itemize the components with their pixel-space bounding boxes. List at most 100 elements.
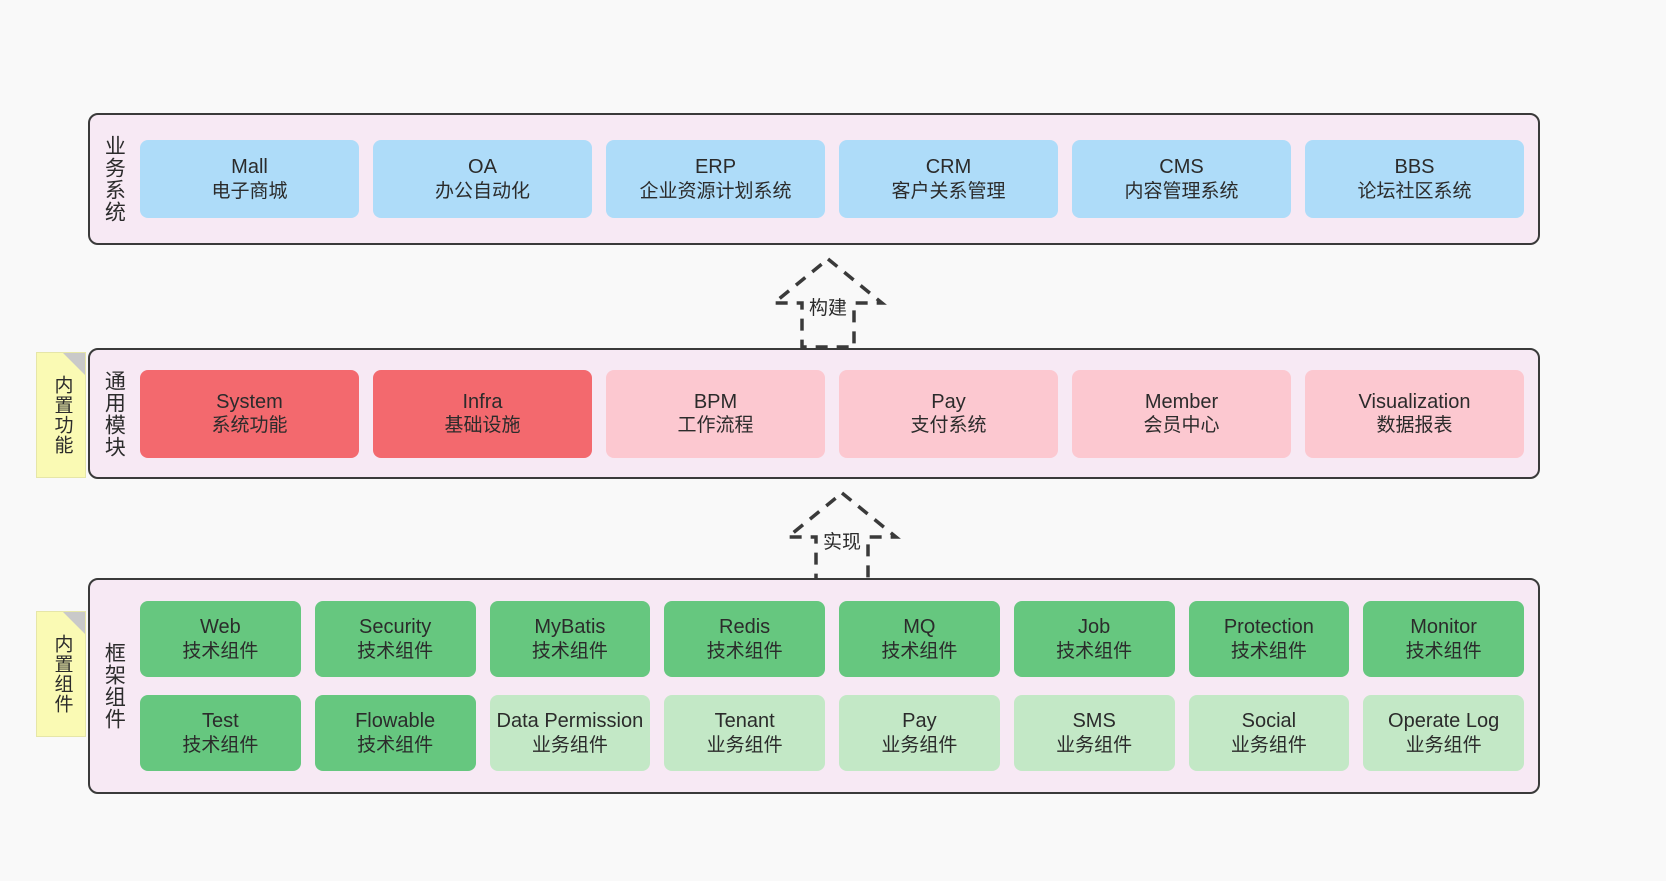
note-fold-corner-icon <box>63 612 85 634</box>
card-subtitle: 技术组件 <box>357 640 434 662</box>
card-subtitle: 业务组件 <box>706 734 783 756</box>
note-fold-corner-icon <box>63 353 85 375</box>
connector-implement: 实现 <box>762 489 922 585</box>
card-mybatis[interactable]: MyBatis 技术组件 <box>489 601 651 677</box>
card-subtitle: 业务组件 <box>881 734 958 756</box>
card-social[interactable]: Social 业务组件 <box>1188 695 1350 771</box>
card-title: ERP <box>694 156 737 179</box>
card-subtitle: 支付系统 <box>910 415 987 437</box>
card-subtitle: 工作流程 <box>677 415 754 437</box>
card-title: MyBatis <box>534 616 606 639</box>
card-subtitle: 企业资源计划系统 <box>639 180 792 202</box>
card-subtitle: 数据报表 <box>1376 415 1453 437</box>
card-title: BBS <box>1394 156 1435 179</box>
card-title: MQ <box>903 616 936 639</box>
card-redis[interactable]: Redis 技术组件 <box>664 601 825 677</box>
card-title: Monitor <box>1410 616 1477 639</box>
layer-framework-component: 框架组件 Web 技术组件 Security 技术组件 MyBatis 技术组件… <box>88 578 1540 794</box>
note-builtin-function: 内置功能 <box>36 352 86 478</box>
card-title: Redis <box>719 616 771 639</box>
card-title: Pay <box>931 390 966 413</box>
card-data-permission[interactable]: Data Permission 业务组件 <box>489 695 651 771</box>
card-subtitle: 会员中心 <box>1143 415 1220 437</box>
card-title: OA <box>468 156 497 179</box>
card-subtitle: 技术组件 <box>182 734 259 756</box>
card-title: Data Permission <box>496 710 644 733</box>
card-monitor[interactable]: Monitor 技术组件 <box>1363 601 1524 677</box>
note-builtin-component: 内置组件 <box>36 611 86 737</box>
card-member[interactable]: Member 会员中心 <box>1072 369 1291 458</box>
card-title: Test <box>202 710 239 733</box>
card-title: Member <box>1144 390 1219 413</box>
card-tenant[interactable]: Tenant 业务组件 <box>664 695 825 771</box>
card-title: Infra <box>462 390 503 413</box>
card-title: Mall <box>231 156 268 179</box>
card-title: System <box>216 390 283 413</box>
layer-body-common-module: System 系统功能 Infra 基础设施 BPM 工作流程 Pay 支付系统… <box>136 350 1538 477</box>
card-row-tech: Web 技术组件 Security 技术组件 MyBatis 技术组件 Redi… <box>140 601 1524 677</box>
card-subtitle: 业务组件 <box>1056 734 1133 756</box>
card-title: Job <box>1078 616 1111 639</box>
card-pay[interactable]: Pay 支付系统 <box>839 369 1058 458</box>
card-cms[interactable]: CMS 内容管理系统 <box>1072 140 1291 218</box>
card-subtitle: 论坛社区系统 <box>1357 180 1472 202</box>
card-oa[interactable]: OA 办公自动化 <box>373 140 592 218</box>
layer-caption-framework-component: 框架组件 <box>102 642 126 730</box>
layer-body-business-system: Mall 电子商城 OA 办公自动化 ERP 企业资源计划系统 CRM 客户关系… <box>136 115 1538 243</box>
card-infra[interactable]: Infra 基础设施 <box>373 369 592 458</box>
note-label: 内置功能 <box>51 375 73 455</box>
card-mall[interactable]: Mall 电子商城 <box>140 140 359 218</box>
card-security[interactable]: Security 技术组件 <box>314 601 476 677</box>
card-subtitle: 客户关系管理 <box>891 180 1006 202</box>
card-web[interactable]: Web 技术组件 <box>140 601 301 677</box>
card-pay-biz[interactable]: Pay 业务组件 <box>839 695 1000 771</box>
card-subtitle: 内容管理系统 <box>1124 180 1239 202</box>
card-subtitle: 技术组件 <box>1405 640 1482 662</box>
card-job[interactable]: Job 技术组件 <box>1013 601 1175 677</box>
card-subtitle: 办公自动化 <box>434 180 530 202</box>
layer-common-module: 通用模块 System 系统功能 Infra 基础设施 BPM 工作流程 Pay… <box>88 348 1540 479</box>
card-system[interactable]: System 系统功能 <box>140 369 359 458</box>
card-mq[interactable]: MQ 技术组件 <box>839 601 1000 677</box>
card-subtitle: 技术组件 <box>1056 640 1133 662</box>
card-subtitle: 系统功能 <box>211 415 288 437</box>
card-protection[interactable]: Protection 技术组件 <box>1188 601 1350 677</box>
card-subtitle: 业务组件 <box>531 734 608 756</box>
card-bbs[interactable]: BBS 论坛社区系统 <box>1305 140 1524 218</box>
card-visualization[interactable]: Visualization 数据报表 <box>1305 369 1524 458</box>
connector-label: 实现 <box>820 527 864 554</box>
card-subtitle: 技术组件 <box>881 640 958 662</box>
card-test[interactable]: Test 技术组件 <box>140 695 301 771</box>
note-label: 内置组件 <box>51 634 73 714</box>
card-title: Visualization <box>1358 390 1471 413</box>
generalization-arrow-icon <box>783 490 901 583</box>
card-title: Pay <box>902 710 937 733</box>
card-flowable[interactable]: Flowable 技术组件 <box>314 695 476 771</box>
card-subtitle: 技术组件 <box>357 734 434 756</box>
card-row: Mall 电子商城 OA 办公自动化 ERP 企业资源计划系统 CRM 客户关系… <box>140 140 1524 218</box>
card-title: Protection <box>1223 616 1314 639</box>
card-title: CRM <box>925 156 972 179</box>
connector-build: 构建 <box>748 255 908 351</box>
connector-label: 构建 <box>806 293 850 320</box>
card-subtitle: 技术组件 <box>1230 640 1307 662</box>
card-subtitle: 业务组件 <box>1405 734 1482 756</box>
card-title: Tenant <box>714 710 775 733</box>
card-title: Security <box>359 616 432 639</box>
card-subtitle: 基础设施 <box>444 415 521 437</box>
card-erp[interactable]: ERP 企业资源计划系统 <box>606 140 825 218</box>
card-row-biz: Test 技术组件 Flowable 技术组件 Data Permission … <box>140 695 1524 771</box>
card-operate-log[interactable]: Operate Log 业务组件 <box>1363 695 1524 771</box>
card-sms[interactable]: SMS 业务组件 <box>1013 695 1175 771</box>
card-subtitle: 业务组件 <box>1230 734 1307 756</box>
card-bpm[interactable]: BPM 工作流程 <box>606 369 825 458</box>
card-subtitle: 技术组件 <box>182 640 259 662</box>
generalization-arrow-icon <box>769 256 887 349</box>
card-title: Flowable <box>355 710 436 733</box>
card-crm[interactable]: CRM 客户关系管理 <box>839 140 1058 218</box>
card-subtitle: 技术组件 <box>706 640 783 662</box>
card-title: Web <box>199 616 241 639</box>
layer-caption-common-module: 通用模块 <box>102 369 126 458</box>
card-title: BPM <box>693 390 738 413</box>
